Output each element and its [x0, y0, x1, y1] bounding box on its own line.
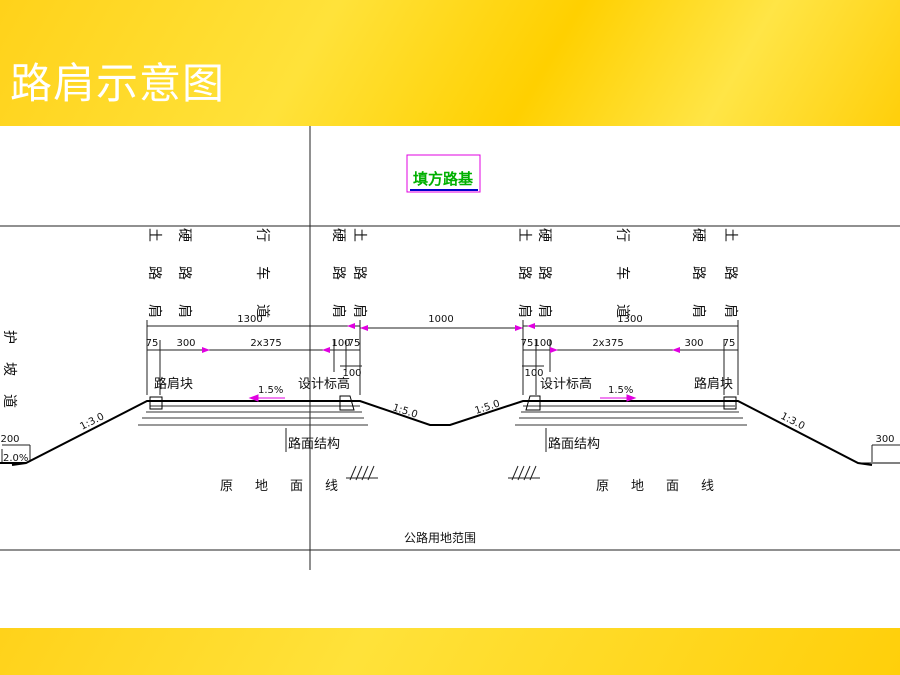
- dim-left-curb: 100: [342, 368, 361, 379]
- col-label-right-3: 行车道: [614, 228, 631, 342]
- title-band: [0, 0, 900, 126]
- dimension-arrows: [202, 323, 680, 353]
- berm-boxes: [1, 365, 900, 462]
- dim-left-berm: 200: [0, 434, 19, 445]
- right-of-way-label: 公路用地范围: [404, 530, 476, 545]
- slope-median-right: 1:5.0: [474, 398, 502, 416]
- left-ground-line-label: 原地面线: [220, 479, 360, 494]
- crossfall-arrows: [248, 394, 637, 402]
- left-pavement-label: 路面结构: [288, 436, 340, 452]
- dim-left-part-4: 100: [331, 338, 350, 349]
- crossfall-left: 1.5%: [258, 385, 283, 396]
- dimension-texts: 1300 1000 1300 75 300 2x375 100 75 75 10…: [0, 314, 894, 445]
- cross-section-diagram: 填方路基 土路肩 硬路肩 行车道 硬路肩 土路肩 土路肩 硬路肩 行车道 硬路肩…: [0, 126, 900, 570]
- dim-left-part-1: 75: [146, 338, 159, 349]
- ground-hatches: [346, 465, 540, 481]
- dim-right-part-3: 2x375: [592, 338, 623, 349]
- slope-left-berm: 2.0%: [3, 453, 28, 464]
- crossfall-right: 1.5%: [608, 385, 633, 396]
- col-label-left-5: 土路肩: [351, 228, 367, 342]
- col-label-left-4: 硬路肩: [330, 228, 346, 342]
- dim-left-part-2: 300: [176, 338, 195, 349]
- left-design-elevation-label: 设计标高: [298, 376, 350, 392]
- col-label-left-2: 硬路肩: [176, 228, 192, 342]
- column-labels-right: 土路肩 硬路肩 行车道 硬路肩 土路肩: [516, 228, 738, 342]
- dim-right-part-1: 75: [521, 338, 534, 349]
- right-curb-shape: [525, 395, 541, 411]
- slide-title: 路肩示意图: [10, 59, 226, 108]
- dim-left-part-3: 2x375: [250, 338, 281, 349]
- dim-left-total: 1300: [237, 314, 262, 325]
- column-labels-left: 土路肩 硬路肩 行车道 硬路肩 土路肩: [146, 228, 367, 342]
- footer-band: [0, 628, 900, 675]
- right-shoulder-block-shape: [723, 396, 737, 410]
- dim-right-curb: 100: [524, 368, 543, 379]
- dim-right-berm: 300: [875, 434, 894, 445]
- col-label-right-1: 土路肩: [516, 228, 532, 342]
- right-shoulder-block-label: 路肩块: [694, 376, 733, 392]
- col-label-left-1: 土路肩: [146, 228, 162, 342]
- col-label-right-5: 土路肩: [722, 228, 738, 342]
- col-label-right-4: 硬路肩: [690, 228, 706, 342]
- left-curb-shape: [339, 395, 355, 411]
- header-label: 填方路基: [413, 170, 474, 188]
- col-label-left-3: 行车道: [254, 228, 271, 342]
- left-shoulder-block-label: 路肩块: [154, 376, 193, 392]
- dim-right-part-2: 100: [533, 338, 552, 349]
- dim-median: 1000: [428, 314, 453, 325]
- right-design-elevation-label: 设计标高: [540, 376, 592, 392]
- dim-left-part-5: 75: [348, 338, 361, 349]
- embankment-profile: [11, 400, 873, 466]
- header-box: [406, 154, 481, 193]
- right-pavement-layers: [515, 405, 747, 426]
- left-pavement-layers: [138, 405, 368, 426]
- left-shoulder-block-shape: [149, 396, 163, 410]
- dim-right-part-5: 75: [723, 338, 736, 349]
- dim-right-part-4: 300: [684, 338, 703, 349]
- left-side-label: 护坡道: [1, 330, 17, 426]
- col-label-right-2: 硬路肩: [536, 228, 552, 342]
- dimension-lines: [146, 320, 739, 395]
- dim-right-total: 1300: [617, 314, 642, 325]
- right-pavement-label: 路面结构: [548, 436, 600, 452]
- slope-median-left: 1:5.0: [391, 402, 419, 420]
- right-ground-line-label: 原地面线: [596, 479, 736, 494]
